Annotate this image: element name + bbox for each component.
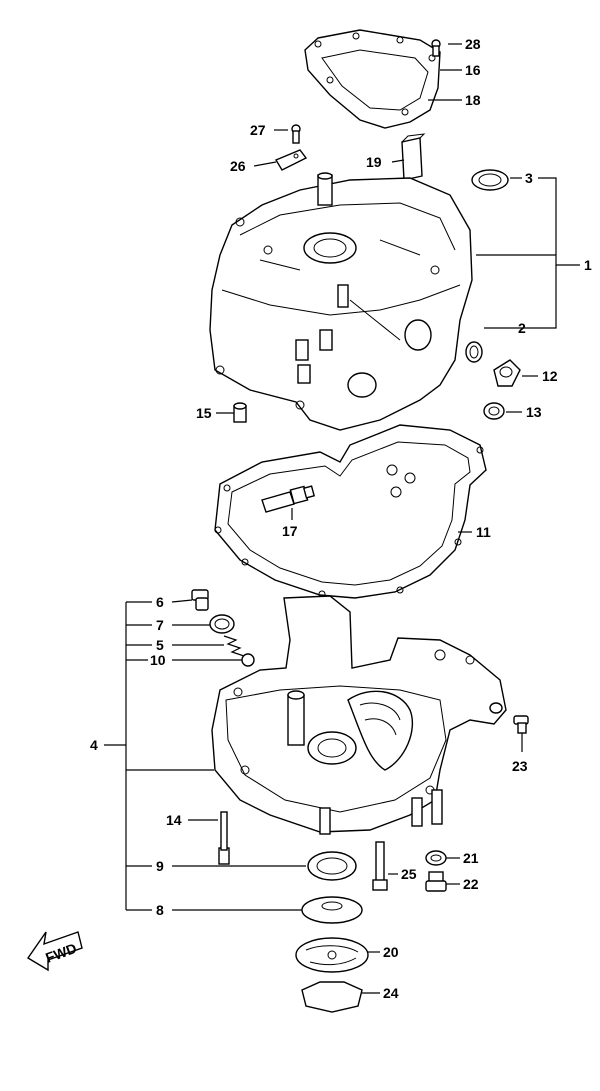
callout-9: 9 — [156, 858, 164, 874]
bolt-14 — [218, 811, 230, 865]
callout-10: 10 — [150, 652, 166, 668]
callout-18: 18 — [465, 92, 481, 108]
callout-22: 22 — [463, 876, 479, 892]
callout-7: 7 — [156, 617, 164, 633]
oil-seal-3 — [471, 169, 509, 191]
callout-25: 25 — [401, 866, 417, 882]
washer-7 — [209, 614, 235, 634]
callout-26: 26 — [230, 158, 246, 174]
callout-16: 16 — [465, 62, 481, 78]
callout-20: 20 — [383, 944, 399, 960]
callout-2: 2 — [518, 320, 526, 336]
callout-1: 1 — [584, 257, 592, 273]
callout-15: 15 — [196, 405, 212, 421]
gasket-24 — [301, 981, 363, 1013]
bolt-28 — [431, 39, 441, 57]
plug-23 — [513, 715, 529, 734]
callout-27: 27 — [250, 122, 266, 138]
o-ring-13 — [483, 402, 505, 420]
fwd-arrow-icon: FWD — [26, 931, 83, 972]
callout-17: 17 — [282, 523, 298, 539]
callout-13: 13 — [526, 404, 542, 420]
callout-14: 14 — [166, 812, 182, 828]
callout-labels: 28 16 18 27 26 19 3 1 2 12 13 15 17 11 6… — [90, 36, 592, 1001]
cap-8 — [301, 896, 363, 924]
crankcase-4 — [211, 595, 507, 835]
callout-24: 24 — [383, 985, 399, 1001]
bolt-27 — [291, 124, 301, 144]
plug-22 — [425, 871, 447, 892]
callout-4: 4 — [90, 737, 98, 753]
callout-8: 8 — [156, 902, 164, 918]
callout-28: 28 — [465, 36, 481, 52]
sensor-17 — [261, 485, 316, 513]
cylinder-block-1 — [209, 172, 473, 431]
callout-12: 12 — [542, 368, 558, 384]
callout-19: 19 — [366, 154, 382, 170]
plug-6 — [191, 589, 209, 611]
block-19 — [401, 133, 426, 181]
dowel-pin-15 — [233, 402, 247, 423]
leader-lines — [104, 43, 580, 994]
callout-3: 3 — [525, 170, 533, 186]
ball-10 — [241, 653, 255, 667]
callout-21: 21 — [463, 850, 479, 866]
gasket-11 — [214, 424, 487, 599]
callout-23: 23 — [512, 758, 528, 774]
spring-5 — [223, 635, 245, 657]
callout-5: 5 — [156, 637, 164, 653]
ring-21 — [425, 850, 447, 866]
plate-20 — [295, 937, 369, 973]
bolt-25 — [372, 841, 388, 891]
callout-11: 11 — [476, 524, 491, 540]
oil-filler-cap-12 — [493, 359, 521, 387]
cover-plate-16 — [304, 29, 441, 129]
plate-26 — [274, 149, 308, 171]
oil-seal-2 — [465, 341, 483, 363]
callout-6: 6 — [156, 594, 164, 610]
oil-seal-9 — [307, 851, 357, 881]
